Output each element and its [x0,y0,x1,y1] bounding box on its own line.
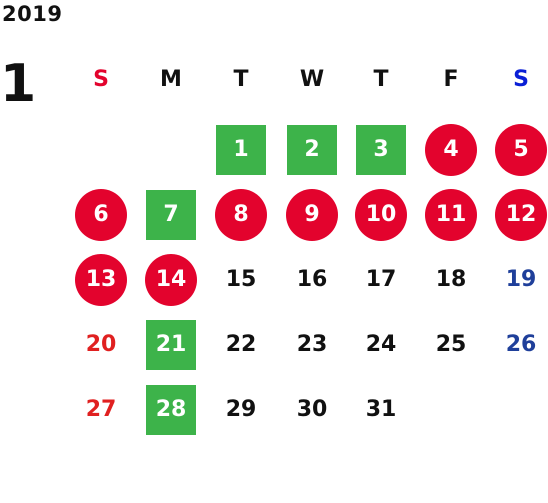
day-cell-24[interactable]: 24 [365,332,397,357]
day-cell-9[interactable]: 9 [286,189,338,241]
weekday-sunday: S [93,67,109,92]
day-cell-7[interactable]: 7 [146,190,196,240]
weekday-wednesday: W [299,67,325,92]
day-cell-18[interactable]: 18 [435,267,467,292]
weekday-saturday: S [513,67,529,92]
weekday-tuesday: T [233,67,249,92]
day-cell-17[interactable]: 17 [365,267,397,292]
day-cell-22[interactable]: 22 [225,332,257,357]
day-cell-29[interactable]: 29 [225,397,257,422]
day-cell-3[interactable]: 3 [356,125,406,175]
weekday-monday: M [160,67,182,92]
day-cell-14[interactable]: 14 [145,254,197,306]
day-cell-30[interactable]: 30 [296,397,328,422]
day-cell-4[interactable]: 4 [425,124,477,176]
day-cell-19[interactable]: 19 [505,267,537,292]
day-cell-2[interactable]: 2 [287,125,337,175]
day-cell-5[interactable]: 5 [495,124,547,176]
day-cell-21[interactable]: 21 [146,320,196,370]
day-cell-20[interactable]: 20 [85,332,117,357]
day-cell-1[interactable]: 1 [216,125,266,175]
day-cell-23[interactable]: 23 [296,332,328,357]
day-cell-8[interactable]: 8 [215,189,267,241]
calendar-year: 2019 [2,2,63,26]
day-cell-10[interactable]: 10 [355,189,407,241]
day-cell-11[interactable]: 11 [425,189,477,241]
day-cell-13[interactable]: 13 [75,254,127,306]
day-cell-16[interactable]: 16 [296,267,328,292]
calendar-month: 1 [0,54,37,114]
weekday-thursday: T [373,67,389,92]
weekday-friday: F [443,67,459,92]
day-cell-6[interactable]: 6 [75,189,127,241]
day-cell-15[interactable]: 15 [225,267,257,292]
day-cell-28[interactable]: 28 [146,385,196,435]
day-cell-27[interactable]: 27 [85,397,117,422]
day-cell-31[interactable]: 31 [365,397,397,422]
day-cell-12[interactable]: 12 [495,189,547,241]
day-cell-26[interactable]: 26 [505,332,537,357]
day-cell-25[interactable]: 25 [435,332,467,357]
